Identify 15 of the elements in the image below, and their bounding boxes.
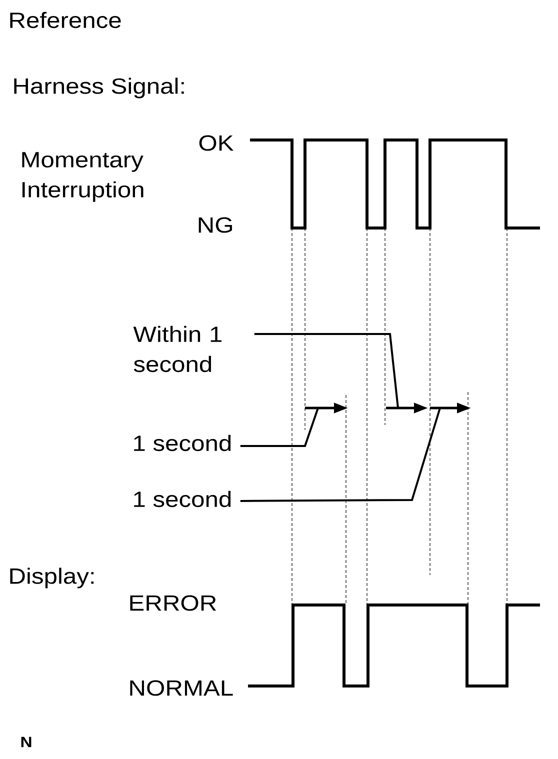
callout-text: 1 second: [134, 434, 231, 452]
leader-line: [254, 333, 399, 408]
leader-line: [240, 408, 319, 447]
section-heading: Display:: [10, 568, 94, 588]
level-label: NORMAL: [130, 680, 233, 696]
title: Reference: [10, 12, 121, 28]
leader-line: [240, 408, 441, 502]
callout-text: Within 1 second: [133, 326, 222, 372]
level-label: ERROR: [130, 595, 216, 611]
section-heading: Harness Signal:: [14, 78, 184, 98]
level-label: OK: [199, 135, 234, 151]
callout-text: 1 second: [134, 490, 231, 508]
figure-mark: N: [21, 736, 32, 748]
signal-label: Momentary Interruption: [22, 152, 144, 202]
level-label: NG: [198, 217, 232, 233]
